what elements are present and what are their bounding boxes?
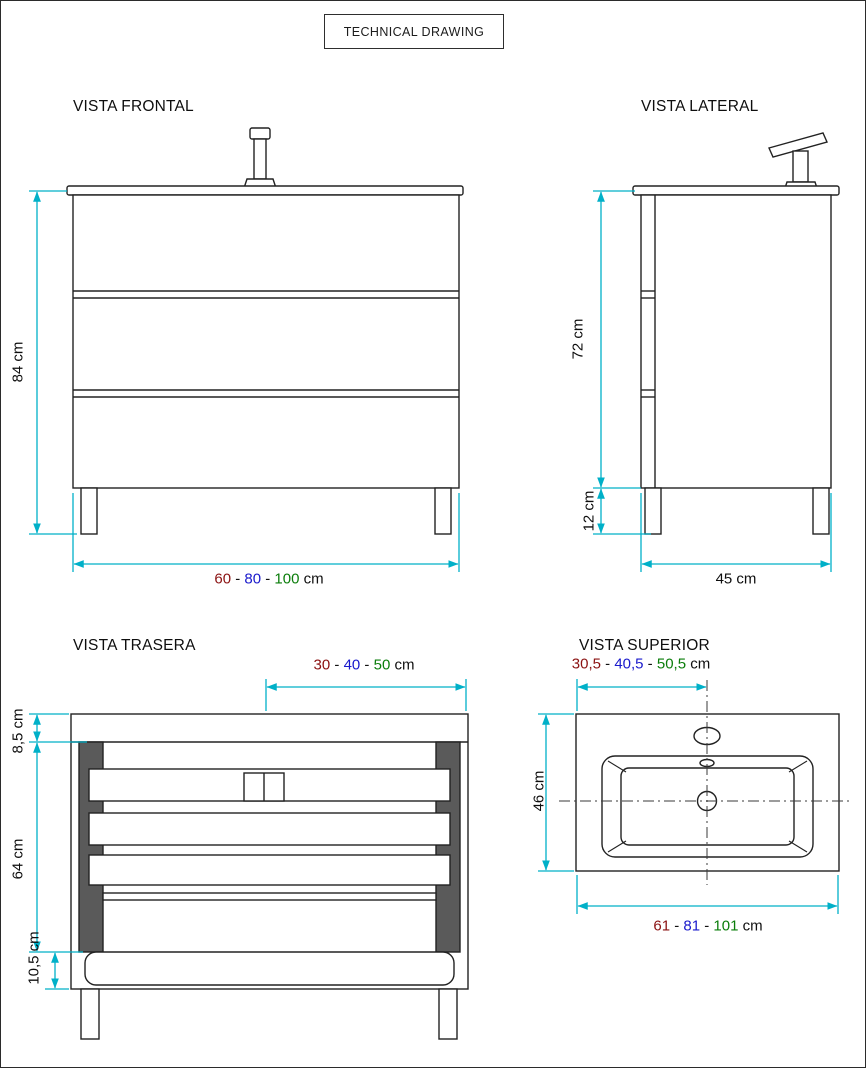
lateral-depth-label: 45 cm (715, 570, 757, 588)
superior-halfwidth-label: 30,5 - 40,5 - 50,5 cm (571, 655, 711, 673)
view-title-superior: VISTA SUPERIOR (579, 637, 710, 654)
side-back-leg (644, 487, 662, 535)
lateral-leg-height-label: 12 cm (580, 490, 598, 532)
front-cabinet-body (72, 194, 460, 489)
trasera-width-label: 30 - 40 - 50 cm (313, 656, 415, 674)
front-left-leg (80, 487, 98, 535)
rear-bottom-rail (84, 951, 455, 986)
rear-left-leg (80, 988, 100, 1040)
side-countertop (632, 185, 840, 196)
dimension-lines (29, 190, 839, 990)
trasera-body-label: 64 cm (9, 838, 27, 880)
page-title: TECHNICAL DRAWING (343, 24, 485, 39)
rear-view-drawing (70, 713, 469, 1040)
side-view-drawing (632, 132, 840, 535)
side-drawer-front-profile (641, 195, 656, 488)
view-title-frontal: VISTA FRONTAL (73, 98, 194, 115)
top-basin-corner-slopes (607, 760, 808, 853)
front-view-drawing (66, 127, 464, 535)
frontal-width-label: 60 - 80 - 100 cm (214, 570, 324, 588)
superior-depth-label: 46 cm (530, 770, 548, 812)
front-drawer-gaps (73, 290, 459, 398)
rear-carcass (70, 713, 469, 990)
view-title-trasera: VISTA TRASERA (73, 637, 196, 654)
front-countertop (66, 185, 464, 196)
front-faucet-icon (243, 127, 277, 189)
lateral-height-label: 72 cm (569, 318, 587, 360)
centerlines (559, 680, 853, 885)
frontal-height-label: 84 cm (9, 341, 27, 383)
trasera-bottomrail-label: 10,5 cm (25, 931, 43, 985)
drawing-title-box: TECHNICAL DRAWING (324, 14, 504, 49)
view-title-lateral: VISTA LATERAL (641, 98, 759, 115)
side-front-leg (812, 487, 830, 535)
rear-drawer-backs (88, 768, 451, 901)
side-faucet-icon (768, 132, 828, 189)
top-view-drawing (559, 680, 853, 885)
trasera-toprail-label: 8,5 cm (9, 708, 27, 754)
superior-width-label: 61 - 81 - 101 cm (653, 917, 763, 935)
front-right-leg (434, 487, 452, 535)
rear-right-leg (438, 988, 458, 1040)
side-cabinet-body (640, 194, 832, 489)
